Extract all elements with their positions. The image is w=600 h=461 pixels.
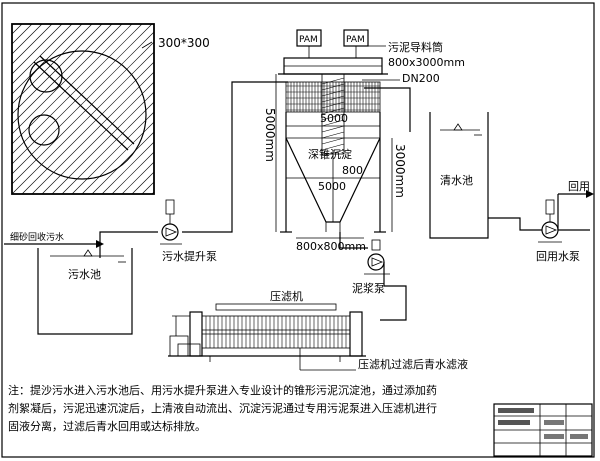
dim-800: 800 (342, 164, 363, 177)
pam-label-2: PAM (346, 35, 365, 45)
sludge-guide-size: 800x3000mm (388, 56, 465, 69)
pipe-network (4, 81, 590, 321)
dim-5000-side: 5000mm (263, 108, 277, 162)
dn200-label: DN200 (402, 72, 440, 85)
sludge-pump-label: 泥浆泵 (352, 281, 385, 295)
clear-water-tank (429, 112, 489, 239)
sewage-lift-pump-icon (160, 199, 182, 245)
sewage-tank-label: 污水池 (68, 268, 101, 281)
manhole-size-label: 300*300 (158, 36, 210, 50)
inclined-plates (286, 82, 380, 112)
reuse-pump-icon (538, 190, 594, 243)
dim-3000-side: 3000mm (393, 144, 407, 198)
reuse-pump-label: 回用水泵 (536, 250, 580, 263)
fine-sand-inlet-label: 细砂回收污水 (10, 231, 64, 243)
manhole-plan-view (11, 23, 155, 195)
drawing-frame (1, 2, 595, 458)
pam-label-1: PAM (299, 35, 318, 45)
manhole-hatching (11, 23, 155, 195)
guide-tube-hatching (321, 77, 345, 157)
title-block (493, 403, 593, 457)
process-note: 注：提沙污水进入污水池后、用污水提升泵进入专业设计的锥形污泥沉淀池，通过添加药剂… (8, 384, 437, 433)
settling-tank (275, 29, 400, 239)
clear-tank-label: 清水池 (440, 174, 473, 187)
filtrate-label: 压滤机过滤后青水滤液 (358, 357, 468, 371)
sludge-pump-icon (364, 239, 390, 275)
dim-5000-top: 5000 (320, 112, 348, 125)
reuse-label: 回用 (568, 180, 590, 193)
filter-press-plates (205, 316, 347, 348)
sewage-tank (37, 248, 133, 335)
bottom-size-label: 800x800mm (296, 240, 366, 253)
filter-press (168, 303, 366, 371)
dim-5000-mid: 5000 (318, 180, 346, 193)
deep-settling-label: 深锥沉淀 (308, 147, 352, 161)
sewage-lift-pump-label: 污水提升泵 (162, 250, 217, 263)
filter-press-label: 压滤机 (270, 289, 303, 303)
sludge-guide-title: 污泥导料筒 (388, 40, 443, 54)
